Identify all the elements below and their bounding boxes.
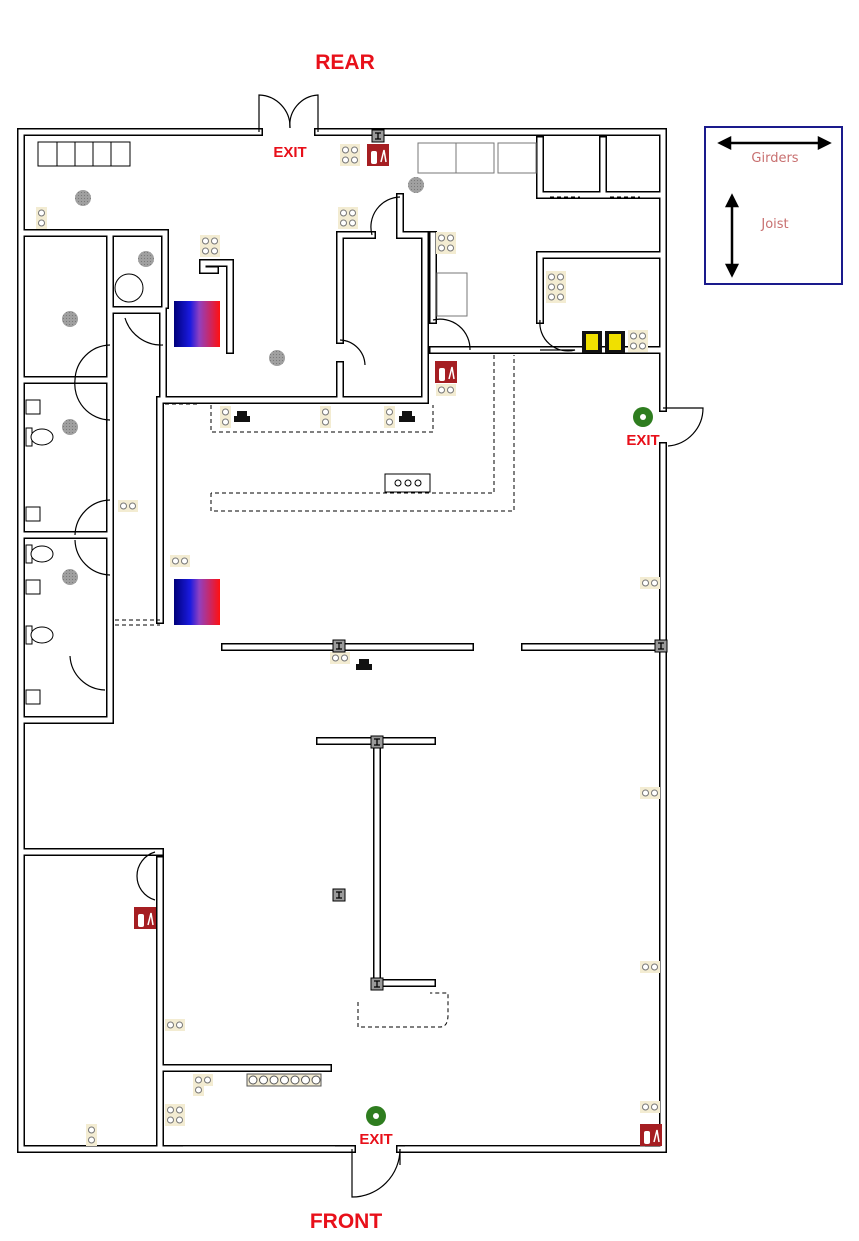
sink-counter bbox=[37, 141, 131, 167]
fire-extinguisher-icon bbox=[367, 144, 389, 166]
legend: Girders Joist bbox=[704, 126, 843, 285]
sink-icon bbox=[25, 399, 41, 415]
outlet-icon bbox=[640, 961, 660, 973]
speaker-icon bbox=[62, 569, 78, 585]
outlet-icon bbox=[86, 1124, 97, 1146]
office-door[interactable] bbox=[370, 196, 401, 236]
column-i-beam-icon bbox=[370, 735, 384, 749]
toilet-icon bbox=[25, 544, 54, 564]
water-heater-icon bbox=[114, 273, 144, 303]
heater-icon bbox=[174, 579, 220, 625]
electrical-panel-icon bbox=[605, 331, 625, 353]
fire-extinguisher-icon bbox=[134, 907, 156, 929]
column-i-beam-icon bbox=[332, 639, 346, 653]
network-jack-icon bbox=[397, 406, 417, 424]
exit-label-front: EXIT bbox=[359, 1131, 392, 1148]
fire-extinguisher-icon bbox=[640, 1124, 662, 1146]
outlet-icon bbox=[193, 1074, 213, 1086]
cabinet bbox=[497, 142, 537, 174]
utility-door[interactable] bbox=[432, 318, 471, 351]
restroom-door-1[interactable] bbox=[74, 379, 111, 421]
power-strip-icon bbox=[246, 1073, 322, 1087]
heater-icon bbox=[174, 301, 220, 347]
sink-icon bbox=[25, 579, 41, 595]
floor-box-icon bbox=[384, 473, 431, 493]
speaker-icon bbox=[408, 177, 424, 193]
column-i-beam-icon bbox=[654, 639, 668, 653]
network-jack-icon bbox=[232, 406, 252, 424]
speaker-icon bbox=[138, 251, 154, 267]
outlet-icon bbox=[640, 787, 660, 799]
utility-sink bbox=[436, 272, 468, 317]
rear-door-left[interactable] bbox=[258, 94, 291, 132]
room-door[interactable] bbox=[124, 317, 164, 346]
outlet-icon bbox=[193, 1084, 204, 1096]
outlet-icon bbox=[165, 1019, 185, 1031]
outlet-icon bbox=[340, 144, 360, 166]
outlet-icon bbox=[200, 235, 220, 257]
restroom-door-2[interactable] bbox=[74, 499, 111, 536]
cabinet bbox=[417, 142, 457, 174]
legend-joist: Joist bbox=[760, 217, 788, 232]
fire-extinguisher-icon bbox=[435, 361, 457, 383]
cabinet bbox=[455, 142, 495, 174]
rear-door-right[interactable] bbox=[289, 94, 319, 132]
outlet-icon bbox=[320, 406, 331, 428]
exit-marker-icon bbox=[633, 407, 653, 427]
outlet-icon bbox=[36, 207, 47, 229]
toilet-icon bbox=[25, 427, 54, 447]
stall-door[interactable] bbox=[69, 655, 106, 691]
outlet-icon bbox=[546, 271, 566, 303]
electric-room-door[interactable] bbox=[539, 319, 576, 352]
outlet-icon bbox=[338, 207, 358, 229]
outlet-icon bbox=[165, 1104, 185, 1126]
speaker-icon bbox=[269, 350, 285, 366]
girders-arrow-icon bbox=[717, 135, 832, 151]
network-jack-icon bbox=[354, 654, 374, 672]
exit-label-side: EXIT bbox=[626, 432, 659, 449]
electrical-panel-icon bbox=[582, 331, 602, 353]
legend-girders: Girders bbox=[751, 151, 798, 166]
outlet-icon bbox=[436, 384, 456, 396]
exit-label-rear: EXIT bbox=[273, 144, 306, 161]
closet-door[interactable] bbox=[136, 851, 156, 901]
outlet-icon bbox=[330, 652, 350, 664]
sink-icon bbox=[25, 506, 41, 522]
front-door[interactable] bbox=[351, 1148, 401, 1198]
sink-icon bbox=[25, 689, 41, 705]
dashed-ceiling-lines bbox=[115, 196, 640, 1028]
outlet-icon bbox=[640, 1101, 660, 1113]
speaker-icon bbox=[62, 419, 78, 435]
column-i-beam-icon bbox=[332, 888, 346, 902]
front-label: FRONT bbox=[310, 1210, 382, 1233]
outlet-icon bbox=[170, 555, 190, 567]
office-door-2[interactable] bbox=[339, 339, 366, 366]
rear-label: REAR bbox=[315, 51, 375, 74]
joist-arrow-icon bbox=[724, 193, 740, 278]
outlet-icon bbox=[436, 232, 456, 254]
left-room-door[interactable] bbox=[74, 344, 111, 381]
outlet-icon bbox=[628, 330, 648, 352]
outlet-icon bbox=[384, 406, 395, 428]
toilet-icon bbox=[25, 625, 54, 645]
speaker-icon bbox=[62, 311, 78, 327]
outlet-icon bbox=[118, 500, 138, 512]
column-i-beam-icon bbox=[370, 977, 384, 991]
speaker-icon bbox=[75, 190, 91, 206]
outlet-icon bbox=[220, 406, 231, 428]
outlet-icon bbox=[640, 577, 660, 589]
side-exit-door[interactable] bbox=[663, 407, 704, 447]
restroom-door-3[interactable] bbox=[74, 539, 111, 576]
door-swings bbox=[69, 94, 704, 1198]
column-i-beam-icon bbox=[371, 129, 385, 143]
exit-marker-icon bbox=[366, 1106, 386, 1126]
